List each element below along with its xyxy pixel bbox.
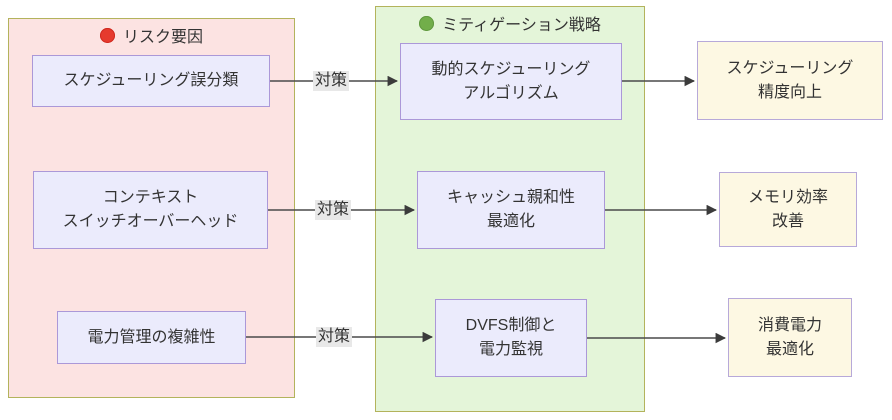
outcome-node-power-consumption-optimization: 消費電力 最適化: [728, 298, 852, 377]
risk-group-label: リスク要因: [122, 29, 203, 46]
node-label-line: アルゴリズム: [463, 84, 559, 102]
risk-node-power-management-complexity: 電力管理の複雑性: [57, 311, 246, 364]
node-label-line: キャッシュ親和性: [446, 189, 575, 206]
outcome-node-memory-efficiency-improvement: メモリ効率 改善: [719, 172, 857, 247]
node-label-line: スケジューリング: [726, 59, 854, 77]
node-label-line: 最適化: [486, 213, 535, 230]
node-label-line: 消費電力: [757, 316, 822, 334]
green-dot-icon: [419, 15, 435, 31]
node-label-line: 精度向上: [757, 83, 822, 101]
node-label-line: 電力管理の複雑性: [87, 328, 216, 346]
node-label-line: 改善: [771, 212, 804, 230]
node-label-line: スイッチオーバーヘッド: [62, 213, 239, 230]
mitigation-node-dynamic-scheduling-algorithm: 動的スケジューリング アルゴリズム: [400, 43, 622, 120]
risk-node-scheduling-misclassification: スケジューリング誤分類: [32, 55, 270, 107]
node-label-line: コンテキスト: [102, 189, 199, 206]
risk-node-context-switch-overhead: コンテキスト スイッチオーバーヘッド: [33, 171, 268, 249]
node-label-line: 電力監視: [478, 341, 543, 358]
mitigation-group-label: ミティゲーション戦略: [442, 17, 601, 34]
node-label-line: 最適化: [765, 340, 814, 358]
outcome-node-scheduling-accuracy-improvement: スケジューリング 精度向上: [697, 41, 883, 120]
mitigation-node-dvfs-control-power-monitoring: DVFS制御と 電力監視: [435, 299, 587, 377]
node-label-line: 動的スケジューリング: [431, 60, 591, 78]
edge-label-taisaku-2: 対策: [314, 200, 352, 220]
node-label-line: メモリ効率: [747, 188, 828, 206]
node-label-line: スケジューリング誤分類: [63, 72, 239, 89]
red-dot-icon: [99, 27, 115, 43]
node-label-line: DVFS制御と: [465, 317, 557, 334]
risk-group-title: リスク要因: [9, 24, 294, 46]
edge-label-taisaku-1: 対策: [312, 71, 350, 91]
mitigation-group-title: ミティゲーション戦略: [376, 12, 644, 34]
edge-label-taisaku-3: 対策: [315, 327, 353, 347]
mitigation-node-cache-affinity-optimization: キャッシュ親和性 最適化: [417, 171, 605, 249]
